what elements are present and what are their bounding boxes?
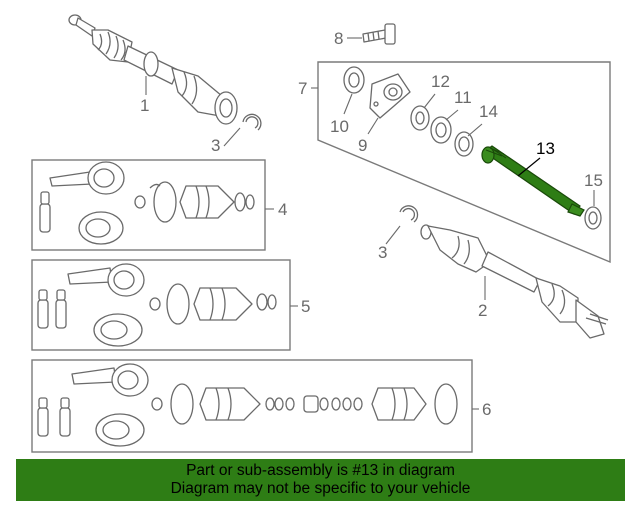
callout-2: 2 — [478, 301, 487, 320]
callout-8: 8 — [334, 29, 343, 48]
callout-14: 14 — [479, 102, 498, 121]
retaining-ring[interactable] — [584, 206, 602, 230]
callout-1: 1 — [140, 96, 149, 115]
bolt[interactable] — [362, 23, 396, 45]
callout-4: 4 — [278, 200, 287, 219]
circlip-lower[interactable] — [399, 205, 419, 223]
callout-10: 10 — [330, 117, 349, 136]
right-axle-shaft-assembly[interactable] — [420, 224, 609, 339]
callout-5: 5 — [301, 297, 310, 316]
boot-kit-5-parts[interactable] — [37, 263, 277, 347]
banner-line-1: Part or sub-assembly is #13 in diagram — [186, 462, 455, 479]
callout-3-lower: 3 — [378, 243, 387, 262]
left-axle-shaft-assembly[interactable] — [68, 14, 238, 125]
callout-13: 13 — [536, 139, 555, 158]
boot-kit-6-parts[interactable] — [37, 363, 458, 447]
kit-box-4 — [31, 159, 266, 251]
callout-9: 9 — [358, 136, 367, 155]
boot-kit-4-parts[interactable] — [39, 161, 255, 245]
highlight-notice-banner: Part or sub-assembly is #13 in diagram D… — [16, 459, 625, 501]
parts-diagram: 1 3 8 7 10 9 12 11 — [31, 14, 611, 453]
snap-ring[interactable] — [454, 131, 474, 157]
callout-11: 11 — [454, 88, 472, 107]
kit-box-7 — [317, 61, 611, 264]
callout-15: 15 — [584, 171, 603, 190]
callout-12: 12 — [431, 72, 450, 91]
intermediate-shaft-highlighted[interactable] — [481, 145, 585, 217]
bearing-bracket[interactable] — [369, 73, 411, 119]
oil-seal[interactable] — [343, 66, 365, 94]
banner-line-2: Diagram may not be specific to your vehi… — [170, 480, 471, 497]
callout-7: 7 — [298, 79, 307, 98]
circlip-upper[interactable] — [242, 113, 262, 131]
kit-box-6 — [31, 359, 473, 453]
bearing[interactable] — [430, 116, 452, 144]
callout-3-upper: 3 — [211, 136, 220, 155]
kit-box-5 — [31, 259, 291, 351]
callout-6: 6 — [482, 400, 491, 419]
washer[interactable] — [410, 105, 430, 131]
